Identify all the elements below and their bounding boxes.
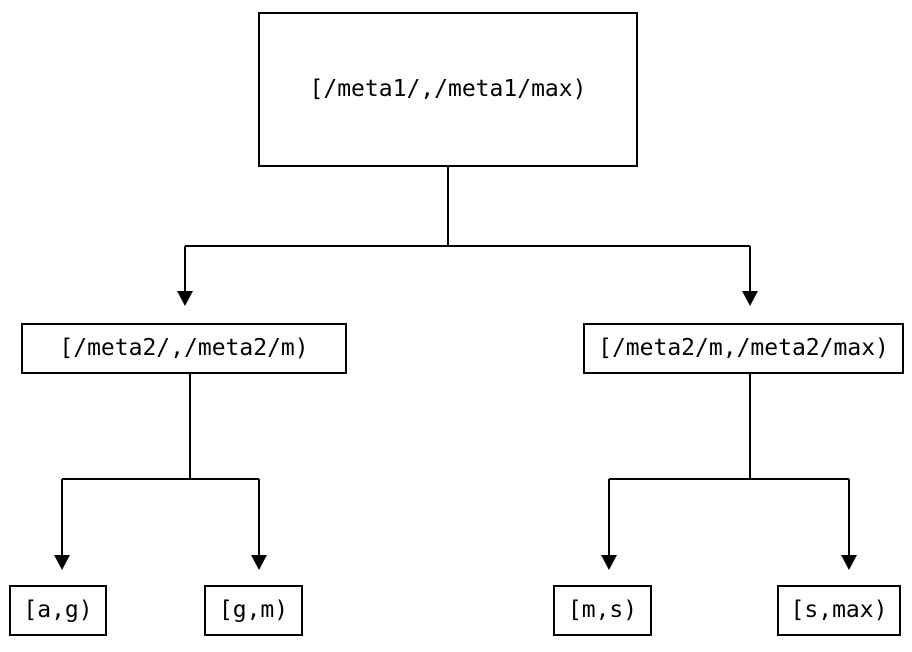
tree-node-mid-left: [/meta2/,/meta2/m) <box>21 323 347 374</box>
tree-node-mid-left-label: [/meta2/,/meta2/m) <box>59 335 309 361</box>
tree-node-leaf-4: [s,max) <box>777 585 901 636</box>
tree-node-mid-right: [/meta2/m,/meta2/max) <box>583 323 904 374</box>
tree-node-mid-right-label: [/meta2/m,/meta2/max) <box>598 335 889 361</box>
tree-node-leaf-4-label: [s,max) <box>790 597 888 623</box>
tree-node-leaf-2-label: [g,m) <box>218 597 289 623</box>
tree-node-leaf-2: [g,m) <box>204 585 303 636</box>
arrowhead-to-leaf-4 <box>841 555 857 570</box>
tree-node-leaf-3: [m,s) <box>553 585 652 636</box>
arrowhead-to-leaf-1 <box>54 555 70 570</box>
arrowhead-to-leaf-2 <box>251 555 267 570</box>
arrowhead-to-mid-left <box>177 291 193 306</box>
tree-node-leaf-1-label: [a,g) <box>23 597 93 623</box>
tree-node-leaf-1: [a,g) <box>9 585 107 636</box>
arrowhead-to-leaf-3 <box>601 555 617 570</box>
tree-node-leaf-3-label: [m,s) <box>567 597 638 623</box>
tree-node-root: [/meta1/,/meta1/max) <box>258 12 638 167</box>
tree-node-root-label: [/meta1/,/meta1/max) <box>309 76 587 102</box>
arrowhead-to-mid-right <box>742 291 758 306</box>
